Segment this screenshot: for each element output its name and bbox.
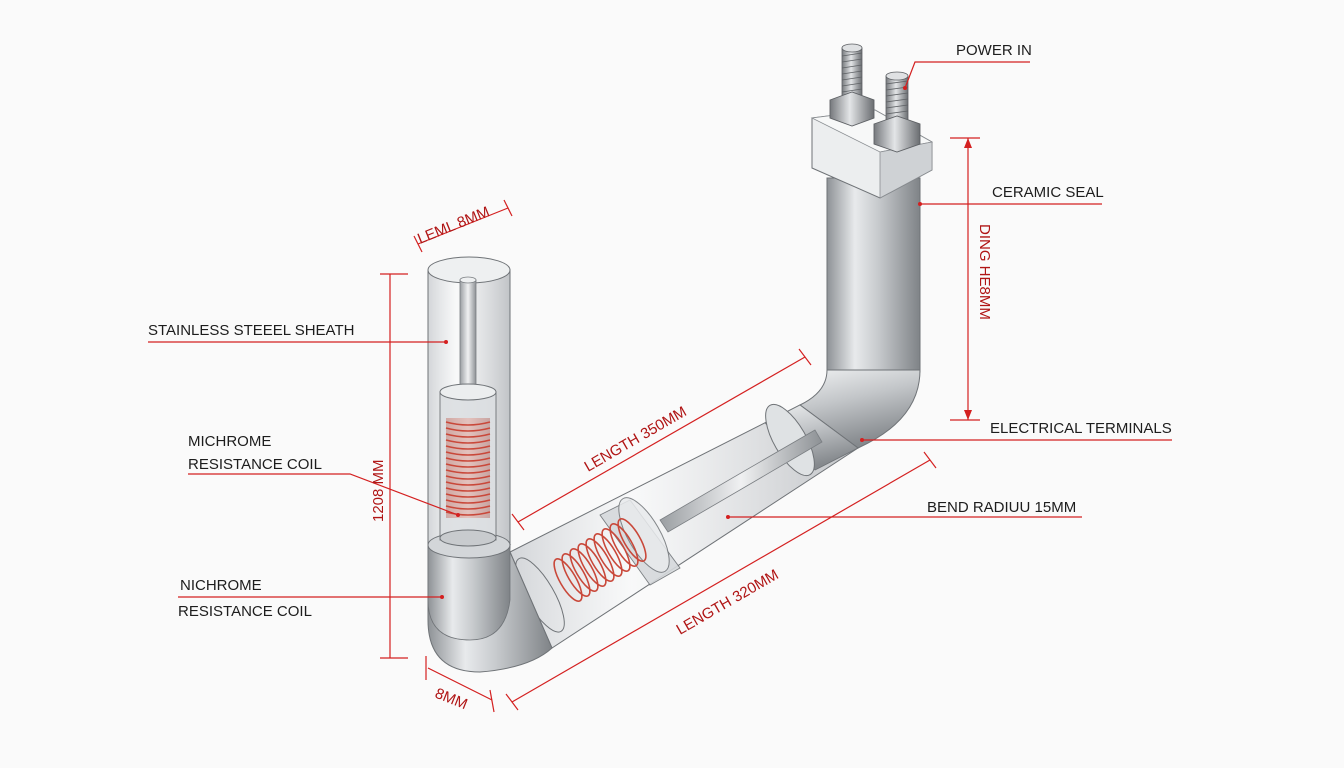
dimension-lines — [380, 137, 980, 713]
label-michrome-1: MICHROME — [188, 433, 271, 450]
left-vertical-tube — [427, 256, 553, 673]
dim-length-upper: LENGTH 350MM — [582, 403, 690, 475]
dim-right-height: DING HE8MM — [976, 224, 993, 320]
dim-left-height: 1208 MM — [370, 459, 387, 522]
label-nichrome-1: NICHROME — [180, 577, 262, 594]
label-ceramic-seal: CERAMIC SEAL — [992, 184, 1104, 201]
leader-lines — [148, 61, 1172, 599]
label-nichrome-2: RESISTANCE COIL — [178, 603, 312, 620]
label-electrical-terminals: ELECTRICAL TERMINALS — [990, 420, 1172, 437]
dim-top-diameter: LEML 8MM — [415, 203, 492, 247]
dim-bottom-diameter: 8MM — [433, 685, 470, 713]
diagonal-resistance-coil — [553, 518, 647, 602]
label-power-in: POWER IN — [956, 42, 1032, 59]
vertical-resistance-coil — [445, 421, 491, 516]
right-riser-tube — [799, 177, 921, 449]
component-labels: POWER IN CERAMIC SEAL STAINLESS STEEEL S… — [148, 42, 1172, 620]
terminal-bolt-right — [873, 71, 921, 153]
diagonal-tube — [509, 403, 859, 649]
terminal-bolt-left — [829, 43, 875, 127]
label-stainless-sheath: STAINLESS STEEEL SHEATH — [148, 322, 354, 339]
label-michrome-2: RESISTANCE COIL — [188, 456, 322, 473]
label-bend-radius: BEND RADIUU 15MM — [927, 499, 1076, 516]
